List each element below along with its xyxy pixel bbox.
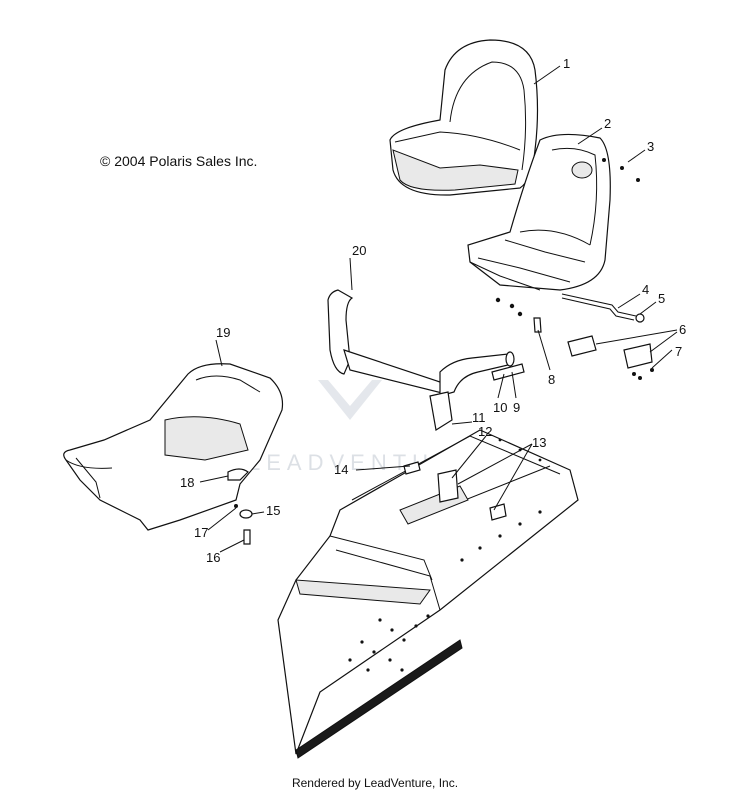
callout-1: 1 xyxy=(563,56,570,71)
callout-14: 14 xyxy=(334,462,348,477)
latch-bracket-part xyxy=(567,335,654,380)
callout-17: 17 xyxy=(194,525,208,540)
latch-rod-part xyxy=(561,293,645,323)
callout-9: 9 xyxy=(513,400,520,415)
callout-10: 10 xyxy=(493,400,507,415)
callout-16: 16 xyxy=(206,550,220,565)
leader-lines xyxy=(199,65,678,553)
callout-4: 4 xyxy=(642,282,649,297)
callout-18: 18 xyxy=(180,475,194,490)
seat-base-part xyxy=(467,133,611,291)
chassis-tunnel-part xyxy=(277,429,579,759)
rear-seat-part xyxy=(63,363,284,531)
callout-6: 6 xyxy=(679,322,686,337)
callout-7: 7 xyxy=(675,344,682,359)
callout-13: 13 xyxy=(532,435,546,450)
tube-part xyxy=(491,363,525,381)
callout-2: 2 xyxy=(604,116,611,131)
seat-cushion-part xyxy=(389,39,539,196)
callout-19: 19 xyxy=(216,325,230,340)
callout-12: 12 xyxy=(478,424,492,439)
grab-bar-part xyxy=(327,289,515,431)
fasteners-part-15-17 xyxy=(234,504,253,545)
callout-labels: 1 2 3 4 5 6 7 8 9 10 11 12 13 14 15 16 1… xyxy=(180,56,686,565)
screws-part-3 xyxy=(602,158,640,182)
copyright-text: © 2004 Polaris Sales Inc. xyxy=(100,153,258,169)
callout-15: 15 xyxy=(266,503,280,518)
callout-11: 11 xyxy=(472,410,486,425)
callout-3: 3 xyxy=(647,139,654,154)
callout-20: 20 xyxy=(352,243,366,258)
studs-part-8 xyxy=(495,297,542,333)
footer-credit: Rendered by LeadVenture, Inc. xyxy=(291,776,459,790)
callout-8: 8 xyxy=(548,372,555,387)
callout-5: 5 xyxy=(658,291,665,306)
